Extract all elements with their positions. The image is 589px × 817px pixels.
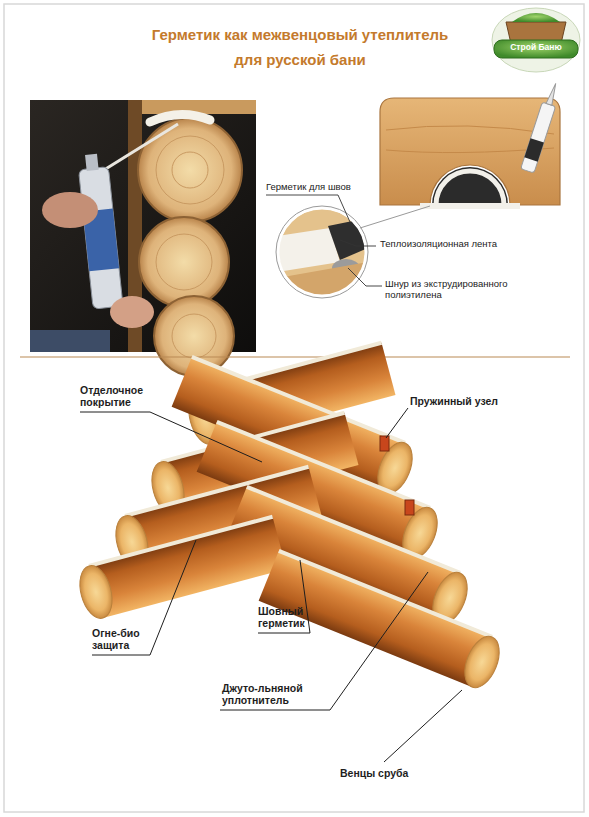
leader-line (340, 240, 376, 246)
log-end (138, 118, 242, 222)
leader-lines-top (266, 195, 382, 286)
magnified-tape (328, 218, 368, 260)
part-label: Теплоизоляционная лента (380, 239, 540, 250)
part-label: Шнур из экструдированного полиэтилена (385, 279, 535, 301)
part-label: Венцы сруба (340, 767, 480, 779)
magnifier-guide (360, 206, 430, 228)
hand (110, 296, 154, 328)
log-body (89, 517, 287, 618)
spray-tube (104, 124, 178, 170)
seal-strip (278, 549, 493, 639)
leader-lines-bottom (80, 408, 462, 762)
sealant-photo (30, 100, 256, 376)
groove-sealant (436, 171, 504, 205)
logo-back (492, 8, 580, 72)
title: Герметик как межвенцовый утеплитель для … (144, 22, 456, 72)
leader-line (220, 572, 428, 710)
tube-nozzle (546, 82, 559, 105)
log-corner (74, 341, 507, 693)
leader-line (348, 268, 382, 286)
divider (20, 356, 570, 357)
part-label: Герметик для швов (266, 182, 366, 193)
sealant-strip (420, 203, 520, 209)
foam-bead (150, 114, 210, 122)
sleeve (30, 330, 110, 352)
hand (42, 192, 98, 228)
tree-ring (172, 152, 208, 188)
part-label: Джуто-льняной уплотнитель (222, 682, 322, 706)
log-end (139, 217, 229, 307)
spray-can (77, 153, 123, 309)
tree-ring (156, 234, 212, 290)
log-end (75, 562, 118, 622)
leader-line (386, 408, 408, 438)
leader-line (80, 412, 262, 462)
leader-line (384, 690, 462, 762)
part-label: Огне-био защита (92, 627, 154, 651)
page-frame (4, 4, 584, 812)
can-valve (85, 154, 99, 171)
logo-text: Строй Баню (498, 43, 574, 53)
log-body (259, 551, 492, 687)
log (259, 549, 507, 693)
part-label: Шовный герметик (258, 605, 324, 629)
tree-ring (156, 136, 224, 204)
log (74, 515, 287, 622)
logo-banner (494, 40, 578, 58)
spring-node (380, 436, 389, 451)
magnified-sealant (278, 228, 340, 272)
seal-strip (88, 515, 273, 568)
tree-ring (172, 314, 216, 358)
tube-label (524, 138, 543, 161)
part-label: Отделочное покрытие (80, 384, 160, 408)
tube-body (521, 102, 556, 173)
log-block (380, 98, 560, 205)
groove (432, 167, 508, 205)
can-body (79, 167, 123, 309)
spring-node (405, 500, 414, 515)
magnifier-rim (276, 206, 368, 298)
sealant-tube (521, 81, 563, 173)
leader-line (92, 540, 196, 655)
logo-leaves (512, 13, 560, 22)
log-end (458, 631, 506, 692)
logo (492, 8, 580, 72)
log-section (380, 81, 562, 209)
magnifier-rim (278, 208, 366, 296)
part-label: Пружинный узел (410, 395, 550, 407)
leader-line (266, 195, 350, 222)
